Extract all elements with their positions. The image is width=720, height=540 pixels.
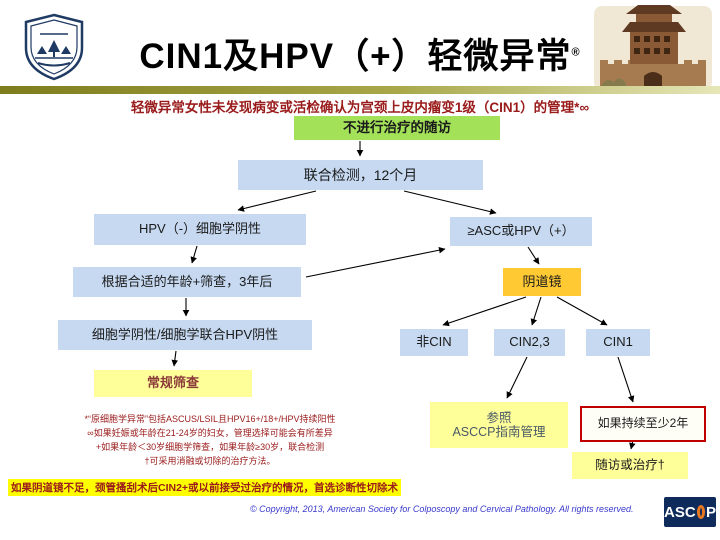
- asccp-node-line2: ASCCP指南管理: [452, 425, 546, 439]
- node-age-appropriate-retest-3-years: 根据合适的年龄+筛查，3年后: [73, 267, 301, 297]
- node-manage-per-asccp-guideline: 参照 ASCCP指南管理: [430, 402, 568, 448]
- asccp-logo-left-text: ASC: [664, 503, 696, 521]
- copyright-line: © Copyright, 2013, American Society for …: [250, 504, 634, 514]
- asccp-logo-right-text: P: [705, 503, 716, 521]
- accent-bar: [0, 86, 720, 94]
- node-persists-at-least-2-years: 如果持续至少2年: [580, 406, 706, 442]
- institution-crest-logo: [24, 13, 84, 81]
- node-cin23: CIN2,3: [494, 329, 565, 356]
- node-follow-up-without-treatment: 不进行治疗的随访: [294, 116, 500, 140]
- asccp-node-line1: 参照: [486, 410, 512, 425]
- node-routine-screening: 常规筛查: [94, 370, 252, 397]
- footnote-plus: +如果年龄＜30岁细胞学筛查，如果年龄≥30岁，联合检测: [95, 442, 325, 452]
- title-mark: ®: [571, 46, 581, 59]
- node-follow-up-or-treat: 随访或治疗†: [572, 452, 688, 479]
- footnote-infinity: ∞如果妊娠或年龄在21-24岁的妇女，管理选择可能会有所差异: [87, 428, 333, 438]
- node-asc-or-hpv-positive: ≥ASC或HPV（+）: [450, 217, 592, 246]
- node-cin1: CIN1: [586, 329, 650, 356]
- footnote-dagger: †可采用消融或切除的治疗方法。: [144, 456, 276, 466]
- node-colposcopy: 阴道镜: [503, 268, 581, 296]
- node-cotest-12-months: 联合检测，12个月: [238, 160, 483, 190]
- asccp-logo-ring-icon: [696, 505, 705, 519]
- highlighted-note: 如果阴道镜不足，颈管搔刮术后CIN2+或以前接受过治疗的情况，首选诊断性切除术: [8, 479, 402, 496]
- tower-artwork: [594, 5, 712, 90]
- page-title-text: CIN1及HPV（+）轻微异常: [139, 37, 572, 76]
- page-title: CIN1及HPV（+）轻微异常®: [95, 28, 625, 79]
- asccp-logo: ASC P: [664, 497, 716, 527]
- node-hpv-negative-cytology-negative: HPV（-）细胞学阴性: [94, 214, 306, 245]
- footnote-asterisk: *“原细胞学异常”包括ASCUS/LSIL且HPV16+/18+/HPV持续阳性: [84, 414, 336, 424]
- node-cytology-negative-cotest-negative: 细胞学阴性/细胞学联合HPV阴性: [58, 320, 312, 350]
- footnotes: *“原细胞学异常”包括ASCUS/LSIL且HPV16+/18+/HPV持续阳性…: [55, 412, 365, 468]
- subtitle: 轻微异常女性未发现病变或活检确认为宫颈上皮内瘤变1级（CIN1）的管理*∞: [130, 100, 590, 115]
- node-no-cin: 非CIN: [400, 329, 468, 356]
